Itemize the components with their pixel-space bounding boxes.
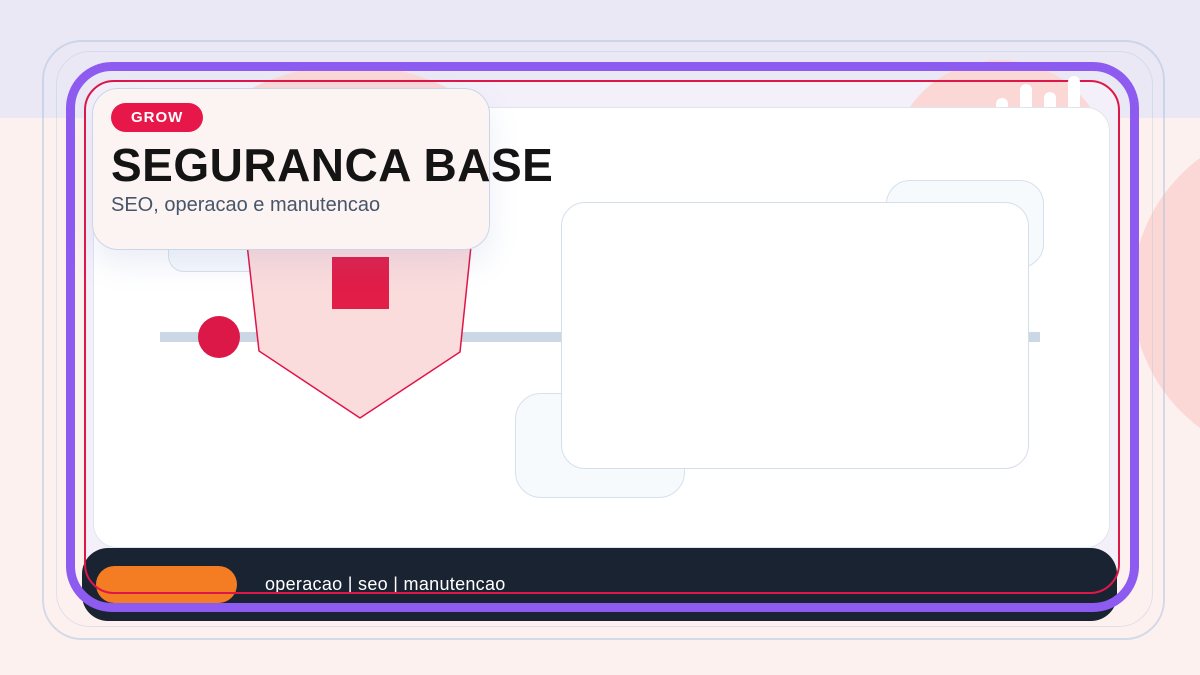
grow-badge: GROW <box>111 103 204 132</box>
bar-chart-icon <box>996 76 1080 107</box>
purple-frame <box>66 62 1139 612</box>
footer-orange-pill <box>96 566 237 603</box>
bar-chart-icon-bar <box>1044 92 1056 107</box>
bar-chart-icon-bar <box>1020 84 1032 107</box>
main-content-card <box>561 202 1029 469</box>
outer-ghost-frame-1 <box>42 40 1165 640</box>
footer-text: operacao | seo | manutencao <box>265 574 506 594</box>
slide-title: SEGURANCA BASE <box>111 139 554 191</box>
timeline-dot <box>198 316 240 358</box>
bar-chart-icon-bar <box>1068 76 1080 107</box>
title-card: GROW SEGURANCA BASE SEO, operacao e manu… <box>92 88 554 250</box>
bar-chart-icon-bar <box>996 98 1008 107</box>
outer-ghost-frame-2 <box>56 51 1153 627</box>
shield-square <box>332 257 389 309</box>
crimson-frame <box>84 80 1120 594</box>
slide-subtitle: SEO, operacao e manutencao <box>111 194 381 217</box>
